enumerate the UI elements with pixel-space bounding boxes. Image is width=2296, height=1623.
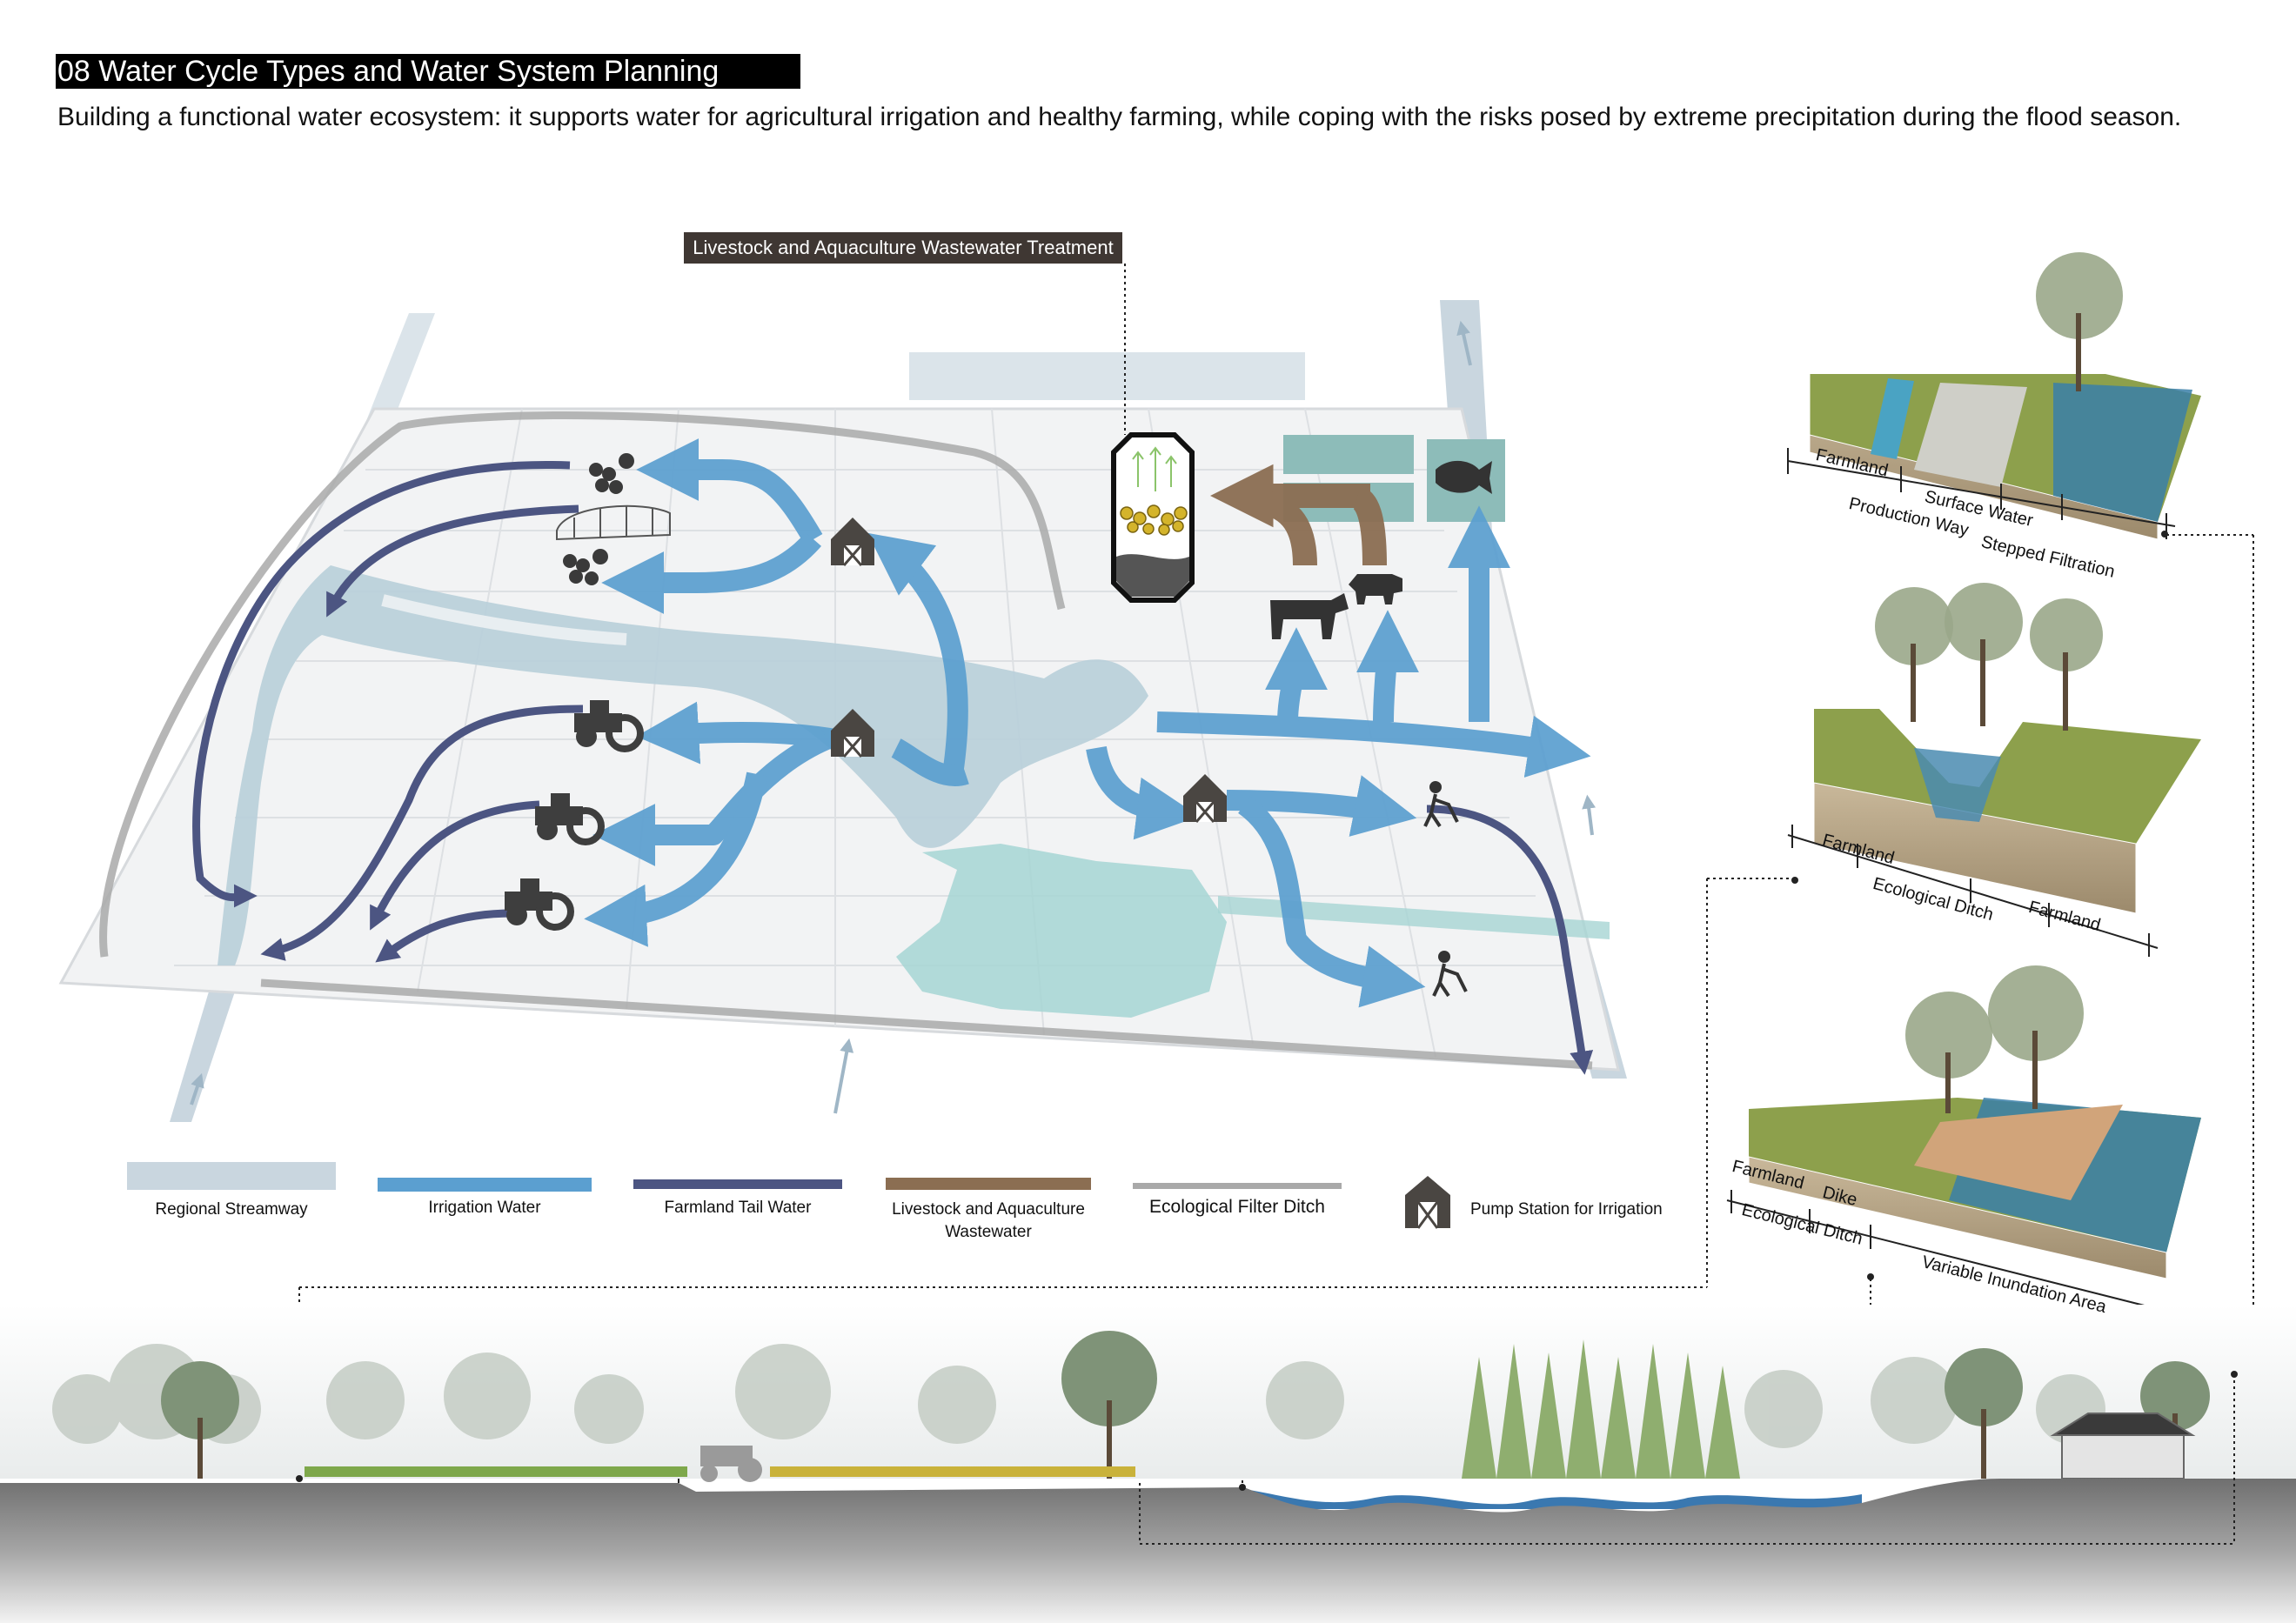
legend xyxy=(127,1162,1450,1229)
legend-swatch-streamway xyxy=(127,1162,336,1190)
treatment-tank-icon xyxy=(1111,264,1195,603)
legend-label-filter-ditch: Ecological Filter Ditch xyxy=(1149,1197,1325,1217)
site-plan-map xyxy=(58,300,1627,1122)
grape-icon xyxy=(563,453,634,585)
legend-label-streamway: Regional Streamway xyxy=(155,1200,308,1219)
page-title: 08 Water Cycle Types and Water System Pl… xyxy=(56,54,800,89)
farmhouse-icon xyxy=(2050,1413,2196,1479)
streamway-direction-arrows xyxy=(190,320,1596,1114)
legend-label-irrigation: Irrigation Water xyxy=(428,1199,541,1217)
legend-label-pump-station: Pump Station for Irrigation xyxy=(1470,1200,1663,1219)
page-subtitle: Building a functional water ecosystem: i… xyxy=(57,103,2182,131)
wastewater-treatment-callout: Livestock and Aquaculture Wastewater Tre… xyxy=(684,232,1122,264)
barn-icon xyxy=(1405,1176,1450,1229)
wastewater-flows xyxy=(1209,464,1387,566)
tractor-icon xyxy=(505,700,644,931)
fish-icon xyxy=(1436,460,1492,494)
legend-label-wastewater: Livestock and Aquaculture Wastewater xyxy=(892,1200,1085,1241)
section-diagram-inundation xyxy=(1242,531,2211,1487)
barn-icon xyxy=(831,518,1227,823)
farmer-icon xyxy=(1423,781,1468,998)
cow-icon xyxy=(1270,593,1349,639)
section-diagram-filtration xyxy=(1787,252,2254,1305)
greenhouse-icon xyxy=(556,504,671,541)
farmland-tail-water-flows xyxy=(192,461,1594,1075)
legend-swatch-filter-ditch xyxy=(1133,1183,1342,1189)
section-diagram-ecological-ditch xyxy=(298,583,2201,1479)
legend-swatch-irrigation xyxy=(378,1178,592,1192)
legend-swatch-wastewater xyxy=(886,1178,1091,1190)
landscape-section xyxy=(0,1305,2296,1623)
legend-label-tail-water: Farmland Tail Water xyxy=(664,1199,812,1217)
legend-swatch-tail-water xyxy=(633,1179,842,1189)
irrigation-water-flows xyxy=(584,438,1591,1008)
pig-icon xyxy=(1349,574,1402,604)
